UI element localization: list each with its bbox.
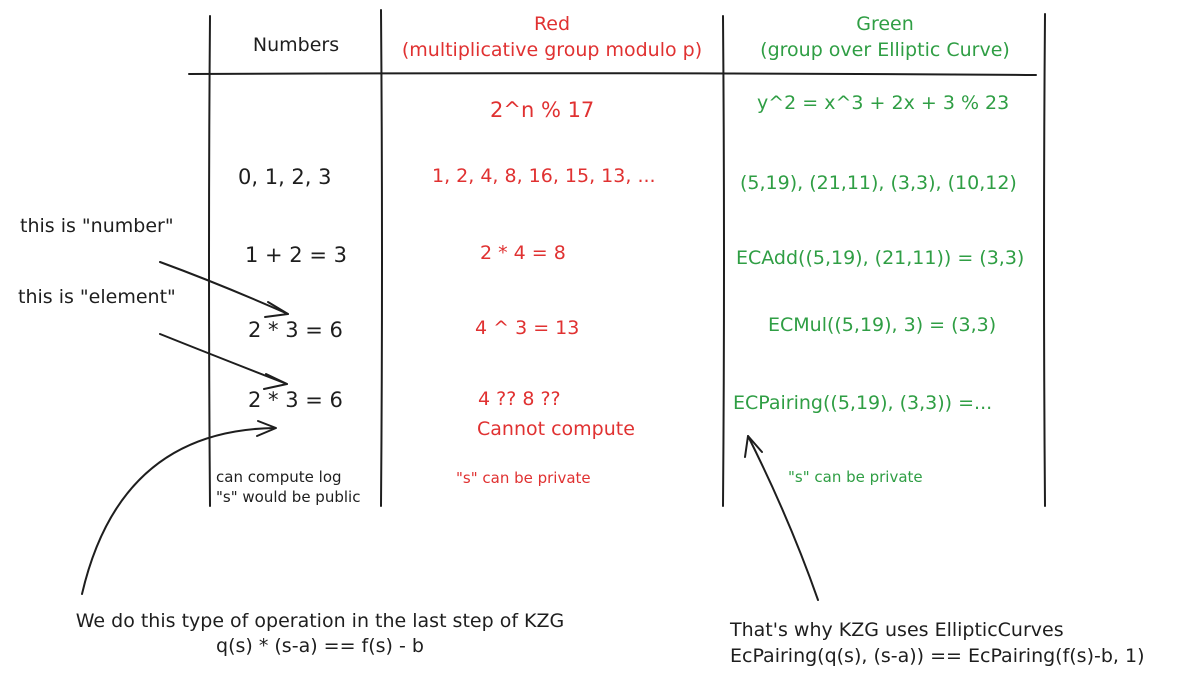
row4-green: ECPairing((5,19), (3,3)) =... — [733, 392, 993, 414]
numbers-footnote-1: can compute log — [216, 468, 342, 486]
kzg-right-arrow-head — [744, 435, 763, 458]
element-annotation: this is "element" — [18, 286, 176, 308]
numbers-footnote-2: "s" would be public — [216, 488, 361, 506]
header-red-subtitle: (multiplicative group modulo p) — [401, 39, 703, 61]
row2-green: ECAdd((5,19), (21,11)) = (3,3) — [736, 247, 1025, 269]
row4-numbers: 2 * 3 = 6 — [248, 388, 343, 412]
number-annotation: this is "number" — [20, 215, 174, 237]
row1-red: 1, 2, 4, 8, 16, 15, 13, ... — [432, 165, 656, 187]
kzg-right-note-2: EcPairing(q(s), (s-a)) == EcPairing(f(s)… — [730, 645, 1145, 667]
number-arrow — [159, 261, 289, 315]
green-definition: y^2 = x^3 + 2x + 3 % 23 — [757, 92, 1010, 114]
column-line-4 — [1043, 13, 1046, 507]
kzg-right-note-1: That's why KZG uses EllipticCurves — [730, 619, 1064, 641]
header-green-subtitle: (group over Elliptic Curve) — [760, 39, 1010, 61]
row1-green: (5,19), (21,11), (3,3), (10,12) — [740, 172, 1017, 194]
kzg-left-arrow — [81, 427, 276, 595]
element-arrow-head — [263, 373, 288, 390]
kzg-left-note-2: q(s) * (s-a) == f(s) - b — [216, 635, 424, 657]
row2-red: 2 * 4 = 8 — [480, 242, 566, 264]
header-red-title: Red — [533, 13, 571, 35]
row3-red: 4 ^ 3 = 13 — [475, 317, 580, 339]
green-footnote: "s" can be private — [788, 468, 923, 486]
column-line-1 — [208, 15, 211, 507]
column-line-2 — [380, 9, 383, 507]
number-arrow-head — [264, 301, 289, 318]
header-green-title: Green — [856, 13, 914, 35]
red-definition: 2^n % 17 — [490, 98, 595, 122]
header-divider — [188, 72, 1037, 76]
kzg-left-note-1: We do this type of operation in the last… — [75, 610, 565, 632]
row3-green: ECMul((5,19), 3) = (3,3) — [768, 314, 997, 336]
element-arrow — [159, 333, 288, 385]
row2-numbers: 1 + 2 = 3 — [245, 243, 347, 267]
header-numbers: Numbers — [252, 34, 340, 56]
row4-red: 4 ?? 8 ?? — [478, 388, 561, 410]
row4-red-line2: Cannot compute — [477, 418, 635, 440]
row3-numbers: 2 * 3 = 6 — [248, 318, 343, 342]
row1-numbers: 0, 1, 2, 3 — [238, 165, 332, 189]
kzg-left-arrow-head — [256, 420, 277, 437]
red-footnote: "s" can be private — [456, 469, 591, 487]
column-line-3 — [722, 15, 725, 507]
kzg-right-arrow — [747, 435, 819, 601]
